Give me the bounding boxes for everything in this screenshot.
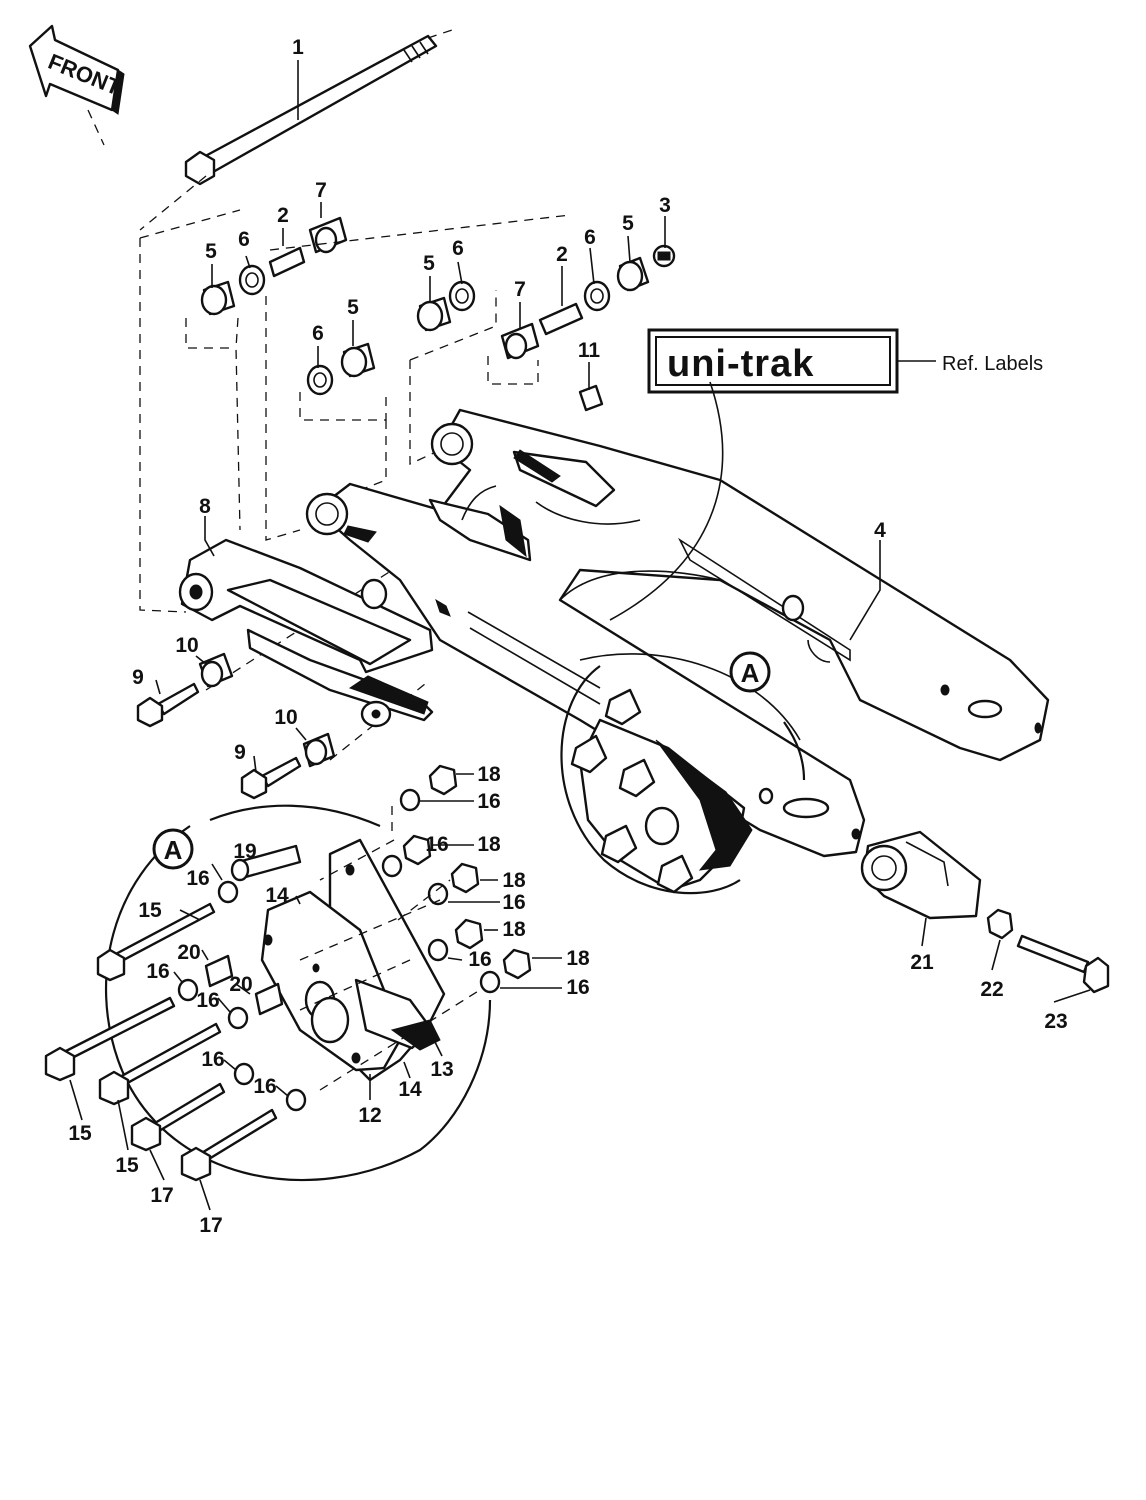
callout-18: 18 (502, 869, 526, 892)
sprocket-mount-detail (44, 764, 532, 1182)
callout-5: 5 (423, 252, 435, 275)
callout-21: 21 (910, 951, 934, 974)
chain-guide-bolts (136, 652, 336, 800)
callout-15: 15 (68, 1122, 92, 1145)
callout-6: 6 (452, 237, 464, 260)
callout-5: 5 (347, 296, 359, 319)
pivot-bushings (200, 216, 676, 412)
swing-arm (305, 408, 1050, 894)
callout-9: 9 (234, 741, 246, 764)
callout-6: 6 (238, 228, 250, 251)
callout-5: 5 (622, 212, 634, 235)
chain-guide (178, 538, 434, 728)
callout-7: 7 (315, 179, 327, 202)
detail-marker-a-top: A (729, 651, 771, 693)
callout-18: 18 (477, 763, 501, 786)
callout-18: 18 (502, 918, 526, 941)
callout-12: 12 (358, 1104, 381, 1127)
callout-9: 9 (132, 666, 144, 689)
callout-15: 15 (115, 1154, 139, 1177)
callout-2: 2 (277, 204, 289, 227)
callout-10: 10 (274, 706, 297, 729)
callout-11: 11 (578, 339, 601, 362)
callout-16: 16 (146, 960, 169, 983)
uni-trak-ref-label: uni-trak Ref. Labels (647, 328, 1043, 394)
callout-16: 16 (253, 1075, 276, 1098)
callout-22: 22 (980, 978, 1003, 1001)
pivot-shaft (139, 27, 459, 231)
callout-7: 7 (514, 278, 526, 301)
callout-20: 20 (229, 973, 252, 996)
callout-numbers: 1 2 7 6 5 3 5 6 2 6 5 7 6 5 11 4 8 10 9 … (68, 36, 1067, 1237)
callout-16: 16 (425, 833, 448, 856)
callout-17: 17 (150, 1184, 173, 1207)
svg-text:A: A (741, 658, 760, 688)
leader-lines (69, 60, 1091, 1211)
ref-labels-text: Ref. Labels (942, 353, 1043, 375)
callout-15: 15 (138, 899, 162, 922)
callout-10: 10 (175, 634, 198, 657)
callout-23: 23 (1044, 1010, 1067, 1033)
callout-13: 13 (430, 1058, 453, 1081)
callout-16: 16 (477, 790, 500, 813)
callout-14: 14 (398, 1078, 422, 1101)
callout-16: 16 (196, 989, 219, 1012)
chain-adjuster-parts (860, 830, 1110, 994)
svg-text:A: A (164, 835, 183, 865)
callout-4: 4 (874, 519, 886, 542)
callout-17: 17 (199, 1214, 222, 1237)
callout-16: 16 (186, 867, 209, 890)
callout-16: 16 (201, 1048, 224, 1071)
callout-8: 8 (199, 495, 211, 518)
callout-1: 1 (292, 36, 304, 59)
callout-14: 14 (265, 884, 289, 907)
callout-18: 18 (477, 833, 501, 856)
callout-16: 16 (468, 948, 491, 971)
callout-6: 6 (312, 322, 324, 345)
uni-trak-badge: uni-trak (667, 343, 814, 385)
callout-3: 3 (659, 194, 671, 217)
detail-marker-a-bottom: A (152, 828, 194, 870)
callout-19: 19 (233, 840, 256, 863)
callout-5: 5 (205, 240, 217, 263)
callout-18: 18 (566, 947, 590, 970)
callout-6: 6 (584, 226, 596, 249)
callout-16: 16 (566, 976, 589, 999)
front-arrow-icon: FRONT (28, 24, 125, 146)
callout-16: 16 (502, 891, 525, 914)
callout-20: 20 (177, 941, 200, 964)
callout-2: 2 (556, 243, 568, 266)
